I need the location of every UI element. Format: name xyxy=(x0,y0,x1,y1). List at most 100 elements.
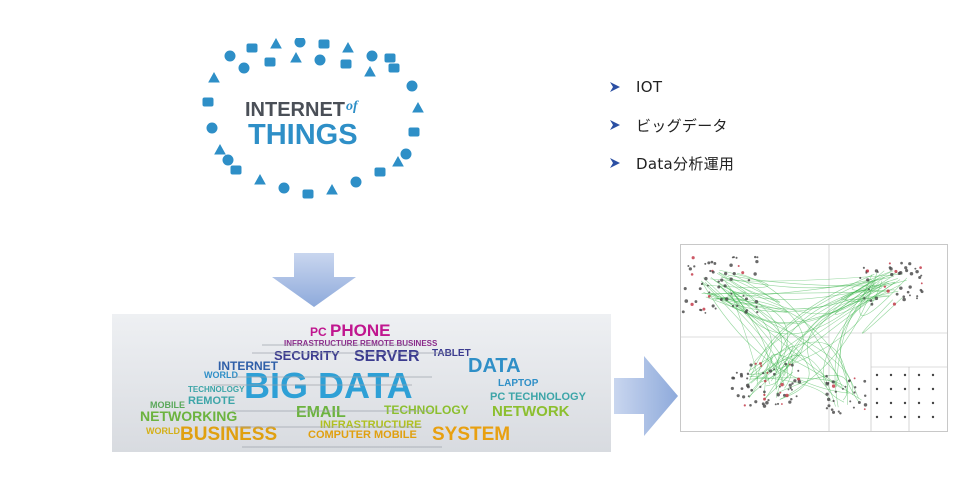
graph-edge xyxy=(764,352,799,378)
graph-edge xyxy=(714,279,793,389)
graph-node xyxy=(788,400,792,404)
graph-node xyxy=(788,363,791,366)
graph-edge xyxy=(736,272,843,387)
word-data: DATA xyxy=(468,355,521,377)
graph-node xyxy=(793,379,797,383)
graph-node xyxy=(916,297,918,300)
graph-node xyxy=(754,400,758,404)
graph-node xyxy=(754,299,759,304)
graph-node xyxy=(867,288,870,291)
graph-node xyxy=(889,373,893,377)
graph-node xyxy=(863,394,867,397)
graph-node xyxy=(780,382,784,387)
graph-node xyxy=(788,383,792,387)
graph-edge xyxy=(704,279,876,325)
graph-node xyxy=(863,297,866,300)
device-icon xyxy=(246,43,258,53)
graph-node xyxy=(691,256,695,260)
graph-edge xyxy=(749,274,875,381)
graph-node xyxy=(754,255,757,259)
device-icon xyxy=(408,127,420,137)
graph-node xyxy=(825,374,828,378)
graph-node xyxy=(918,275,922,280)
word-security: SECURITY xyxy=(274,348,340,363)
graph-node xyxy=(849,400,852,403)
graph-node xyxy=(730,386,734,391)
graph-node xyxy=(789,386,792,390)
graph-node xyxy=(915,269,919,274)
graph-node xyxy=(853,377,856,380)
graph-node xyxy=(790,397,793,401)
graph-node xyxy=(844,385,847,388)
graph-node xyxy=(735,256,738,259)
graph-node xyxy=(780,403,783,405)
graph-edge xyxy=(746,279,901,386)
device-icon xyxy=(318,39,330,49)
graph-node xyxy=(839,412,842,415)
graph-node xyxy=(920,274,923,277)
graph-node xyxy=(902,295,906,298)
graph-node xyxy=(706,284,709,287)
graph-node xyxy=(687,265,690,268)
graph-node xyxy=(905,269,909,273)
graph-node xyxy=(754,362,757,365)
graph-node xyxy=(688,267,692,271)
graph-node xyxy=(681,310,685,314)
graph-edge xyxy=(758,280,883,376)
graph-node xyxy=(717,285,721,289)
graph-edge xyxy=(722,281,889,310)
graph-node xyxy=(782,393,787,397)
graph-node xyxy=(700,283,703,286)
graph-node xyxy=(784,362,788,366)
graph-node xyxy=(888,266,892,269)
graph-node xyxy=(837,410,840,413)
graph-node xyxy=(731,376,735,380)
iot-logo: INTERNET of THINGS xyxy=(200,36,430,216)
device-icon xyxy=(238,62,250,74)
graph-node xyxy=(693,265,696,268)
graph-node xyxy=(743,404,746,407)
graph-node xyxy=(690,273,694,276)
word-remote: REMOTE xyxy=(188,395,235,407)
graph-edge xyxy=(748,355,836,407)
graph-node xyxy=(744,297,748,301)
graph-node xyxy=(903,373,907,377)
arrow-bullet-icon xyxy=(610,158,620,168)
graph-edge xyxy=(702,281,785,386)
graph-node xyxy=(714,307,717,310)
graph-node xyxy=(767,398,770,402)
graph-node xyxy=(888,262,891,265)
bullet-label: Data分析運用 xyxy=(636,154,735,173)
graph-node xyxy=(920,282,923,285)
graph-node xyxy=(773,372,776,376)
graph-node xyxy=(795,395,798,398)
graph-node xyxy=(730,292,733,295)
graph-node xyxy=(713,262,717,265)
device-icon xyxy=(314,54,326,66)
graph-node xyxy=(847,379,851,383)
graph-node xyxy=(875,387,879,391)
device-icon xyxy=(388,63,400,73)
graph-node xyxy=(797,369,800,372)
iot-line1: INTERNET xyxy=(245,99,345,121)
network-graph xyxy=(680,244,948,432)
graph-node xyxy=(865,271,868,274)
device-icon xyxy=(366,50,378,62)
graph-node xyxy=(831,380,835,384)
graph-node xyxy=(768,369,773,373)
graph-edge xyxy=(719,285,862,401)
graph-edge xyxy=(862,297,903,334)
graph-node xyxy=(900,261,903,265)
graph-node xyxy=(735,304,739,308)
graph-node xyxy=(749,403,752,407)
word-pc-technology: PC TECHNOLOGY xyxy=(490,391,587,403)
word-email: EMAIL xyxy=(296,404,346,421)
graph-node xyxy=(694,300,698,303)
word-world: WORLD xyxy=(204,370,238,380)
graph-node xyxy=(711,270,715,274)
graph-node xyxy=(874,269,879,273)
graph-node xyxy=(886,289,890,293)
device-icon xyxy=(384,53,396,63)
graph-node xyxy=(863,408,866,411)
graph-node xyxy=(870,302,874,306)
